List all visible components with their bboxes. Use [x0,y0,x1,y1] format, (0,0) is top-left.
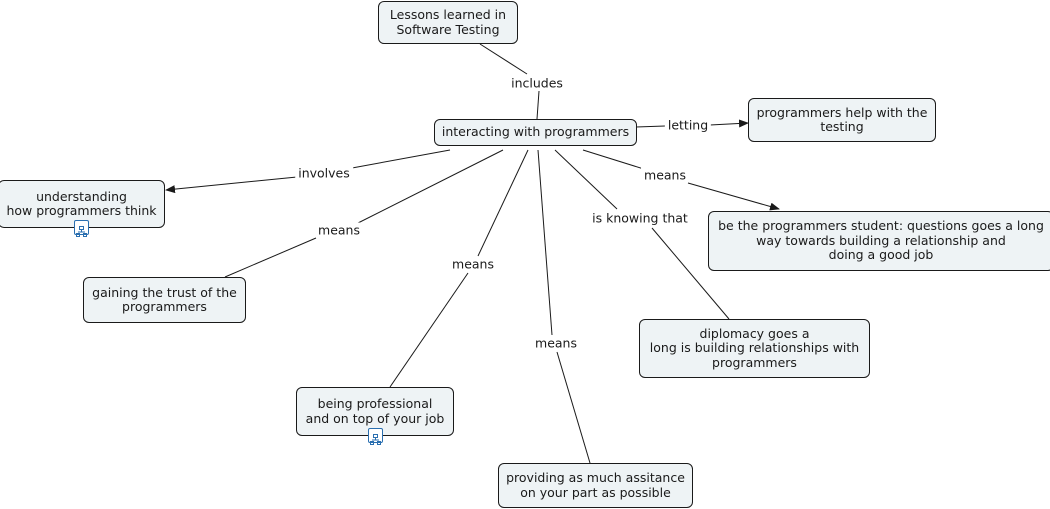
concept-node-text: programmers [712,354,797,370]
link-label-means-professional: means [449,256,497,272]
connector-center-involves [351,149,451,169]
concept-map-icon[interactable] [74,220,89,237]
concept-node-text: doing a good job [828,247,934,263]
concept-node-text: be the programmers student: questions go… [718,218,1044,234]
connector-means-trust [224,237,317,278]
concept-node-assistance[interactable]: providing as much assitance on your part… [498,463,693,508]
connector-involves-understanding [165,176,298,194]
link-label-involves: involves [295,165,353,181]
concept-node-text: programmers [122,299,207,314]
connector-means-student [687,182,780,211]
concept-node-text: Software Testing [396,21,500,37]
connector-center-letting [635,125,666,128]
connector-knowing-diplomacy [651,227,730,320]
concept-map-icon[interactable] [368,428,383,445]
concept-node-professional[interactable]: being professional and on top of your jo… [296,387,454,436]
connector-center-means-trust [355,149,504,225]
link-label-letting: letting [664,117,712,133]
connector-center-means-assistance [537,149,553,336]
concept-node-text: testing [820,119,864,134]
connector-letting-help [709,119,749,128]
concept-node-text: way towards building a relationship and [756,232,1006,248]
connector-center-means-professional [477,149,529,257]
concept-node-text: how programmers think [6,203,157,218]
link-label-includes: includes [508,75,566,91]
concept-node-text: on your part as possible [520,484,671,500]
concept-node-understanding[interactable]: understanding how programmers think [0,180,165,228]
connector-includes-center [536,90,540,120]
concept-node-diplomacy[interactable]: diplomacy goes a long is building relati… [639,319,870,378]
connector-means-professional [389,272,469,388]
connector-center-means-student [582,149,648,171]
concept-node-trust[interactable]: gaining the trust of the programmers [83,277,246,323]
concept-node-text: Lessons learned in [389,7,507,22]
concept-node-student[interactable]: be the programmers student: questions go… [708,211,1050,271]
link-label-is-knowing-that: is knowing that [589,210,691,226]
concept-node-text: and on top of your job [305,410,445,426]
concept-node-help-testing[interactable]: programmers help with the testing [748,98,936,142]
concept-node-text: understanding [36,188,127,204]
connector-center-knowing [554,149,618,210]
connector-means-assistance [556,351,591,464]
link-label-means-trust: means [315,222,363,238]
concept-node-text: programmers help with the [756,104,928,120]
connector-root-includes [479,43,528,75]
concept-node-text: gaining the trust of the [92,284,237,300]
concept-node-root[interactable]: Lessons learned in Software Testing [378,1,518,44]
link-label-means-student: means [641,167,689,183]
concept-node-text: being professional [317,396,433,411]
concept-node-text: providing as much assitance [506,470,685,485]
link-label-means-assistance: means [532,335,580,351]
concept-node-center[interactable]: interacting with programmers [434,119,637,146]
concept-node-text: interacting with programmers [441,124,630,140]
concept-node-text: long is building relationships with [649,340,860,356]
concept-node-text: diplomacy goes a [699,325,810,341]
